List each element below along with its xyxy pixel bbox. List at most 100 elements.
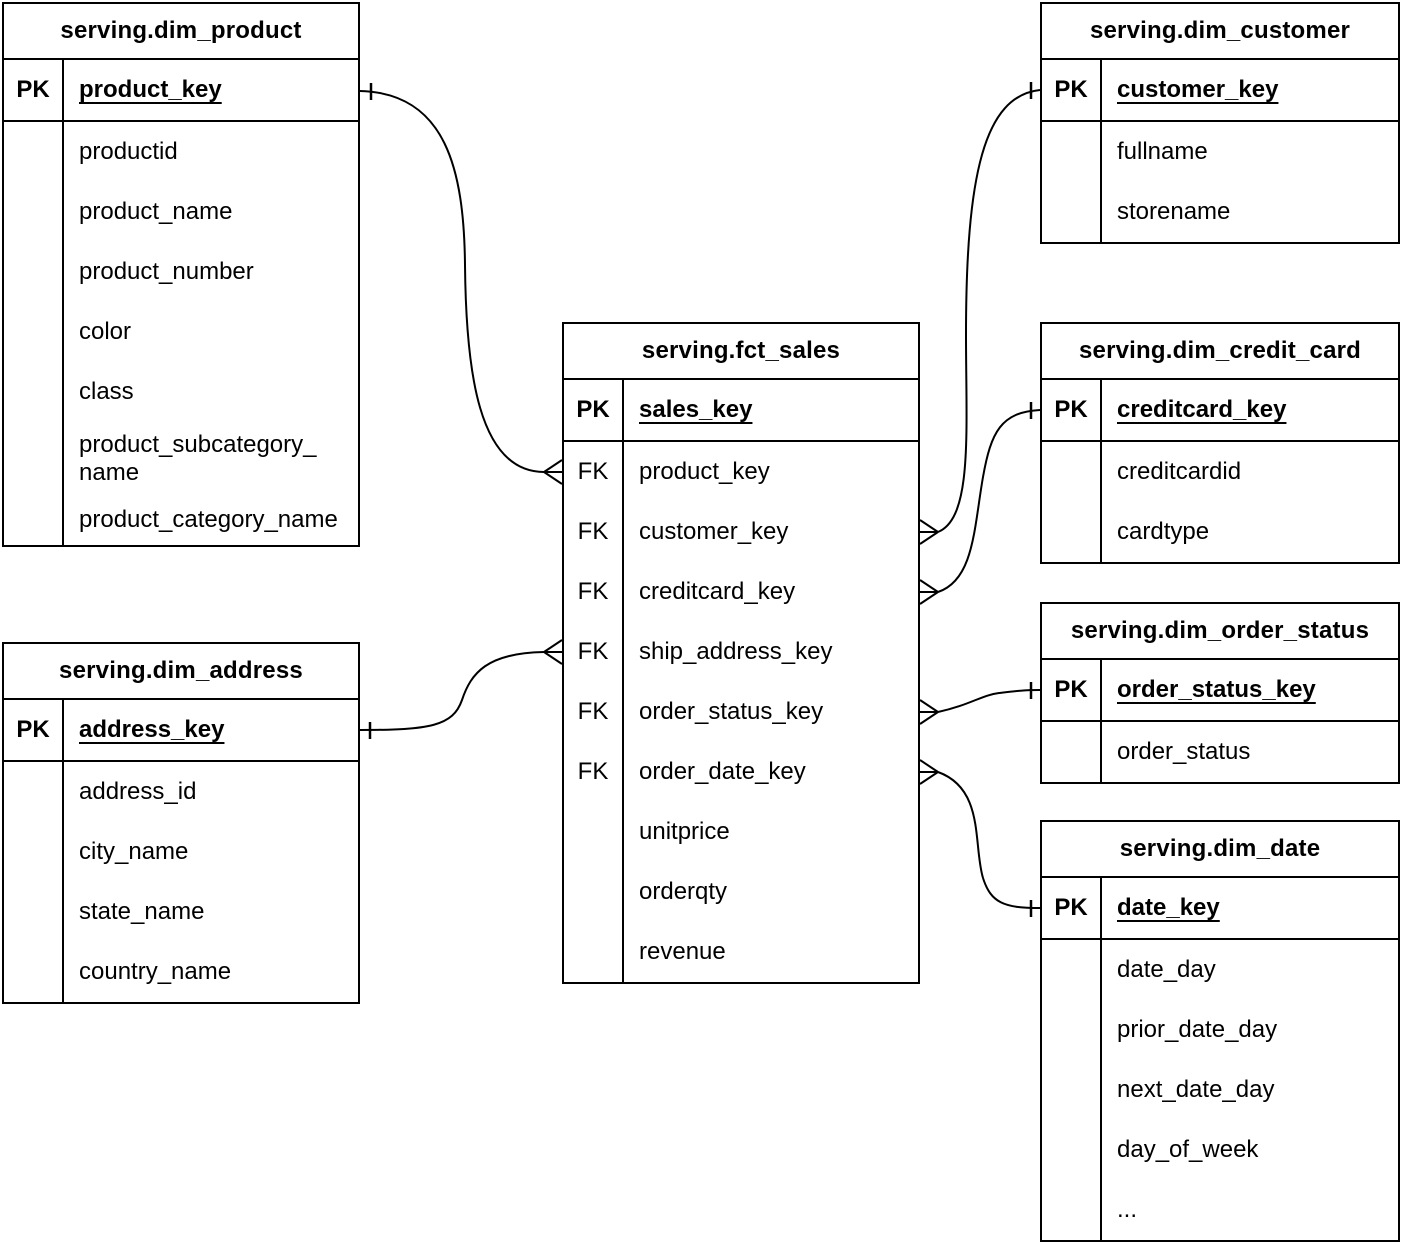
field-name: order_status_key — [639, 698, 824, 726]
key-badge — [1042, 1000, 1102, 1060]
table-title: serving.dim_address — [4, 644, 358, 700]
field-name: storename — [1117, 198, 1231, 226]
pk-field: customer_key — [1117, 76, 1279, 104]
key-badge — [1042, 1120, 1102, 1180]
field-name: country_name — [79, 958, 232, 986]
pk-badge: PK — [1042, 660, 1102, 720]
field-row: fullname — [1042, 122, 1398, 182]
key-badge — [1042, 502, 1102, 562]
table-title: serving.dim_order_status — [1042, 604, 1398, 660]
table-node-serving-dim-order-status[interactable]: serving.dim_order_status PK order_status… — [1040, 602, 1400, 784]
field-row: product_category_name — [4, 495, 358, 545]
field-name: next_date_day — [1117, 1076, 1275, 1104]
key-badge — [1042, 122, 1102, 182]
relation-curve — [359, 651, 545, 731]
table-node-serving-dim-date[interactable]: serving.dim_date PK date_key date_day pr… — [1040, 820, 1400, 1242]
field-name: color — [79, 318, 132, 346]
key-badge — [1042, 182, 1102, 242]
field-name: ... — [1117, 1196, 1138, 1224]
field-row: state_name — [4, 882, 358, 942]
field-row: order_status — [1042, 722, 1398, 782]
fk-badge: FK — [564, 682, 624, 742]
key-badge — [4, 942, 64, 1002]
field-row: class — [4, 362, 358, 422]
field-name: product_key — [639, 458, 770, 486]
field-name: class — [79, 378, 134, 406]
fk-badge: FK — [564, 742, 624, 802]
field-name: product_subcategory_ name — [79, 430, 317, 486]
key-badge — [4, 422, 64, 495]
field-row: revenue — [564, 922, 918, 982]
pk-badge: PK — [4, 700, 64, 760]
field-name: product_number — [79, 258, 254, 286]
relation-curve — [937, 409, 1041, 593]
field-row: day_of_week — [1042, 1120, 1398, 1180]
key-badge — [4, 882, 64, 942]
field-row: cardtype — [1042, 502, 1398, 562]
key-badge — [4, 242, 64, 302]
pk-field: order_status_key — [1117, 676, 1316, 704]
pk-row: PK creditcard_key — [1042, 380, 1398, 442]
table-node-serving-dim-product[interactable]: serving.dim_product PK product_key produ… — [2, 2, 360, 547]
relation-sales-customer — [919, 82, 1041, 545]
field-name: date_day — [1117, 956, 1216, 984]
table-node-serving-dim-credit-card[interactable]: serving.dim_credit_card PK creditcard_ke… — [1040, 322, 1400, 564]
table-title: serving.dim_credit_card — [1042, 324, 1398, 380]
key-badge — [4, 495, 64, 545]
field-name: customer_key — [639, 518, 789, 546]
field-name: order_date_key — [639, 758, 806, 786]
field-row: prior_date_day — [1042, 1000, 1398, 1060]
field-name: product_name — [79, 198, 233, 226]
relation-sales-orderstatus — [919, 682, 1041, 725]
table-node-serving-dim-customer[interactable]: serving.dim_customer PK customer_key ful… — [1040, 2, 1400, 244]
field-name: ship_address_key — [639, 638, 833, 666]
pk-field: creditcard_key — [1117, 396, 1287, 424]
relation-product-sales — [359, 83, 563, 485]
field-row: FK creditcard_key — [564, 562, 918, 622]
field-name: creditcardid — [1117, 458, 1242, 486]
fk-badge: FK — [564, 502, 624, 562]
field-row: product_number — [4, 242, 358, 302]
pk-field: sales_key — [639, 396, 753, 424]
field-name: orderqty — [639, 878, 728, 906]
field-row: FK product_key — [564, 442, 918, 502]
key-badge — [4, 182, 64, 242]
field-name: unitprice — [639, 818, 730, 846]
table-node-serving-dim-address[interactable]: serving.dim_address PK address_key addre… — [2, 642, 360, 1004]
relation-curve — [937, 689, 1041, 713]
pk-badge: PK — [1042, 60, 1102, 120]
pk-badge: PK — [4, 60, 64, 120]
field-name: productid — [79, 138, 178, 166]
key-badge — [564, 922, 624, 982]
key-badge — [1042, 1180, 1102, 1240]
key-badge — [1042, 442, 1102, 502]
crow-foot-many-icon — [919, 519, 939, 545]
pk-row: PK customer_key — [1042, 60, 1398, 122]
field-name: day_of_week — [1117, 1136, 1259, 1164]
pk-badge: PK — [564, 380, 624, 440]
key-badge — [4, 822, 64, 882]
key-badge — [4, 762, 64, 822]
pk-field: address_key — [79, 716, 225, 744]
pk-row: PK order_status_key — [1042, 660, 1398, 722]
field-row: country_name — [4, 942, 358, 1002]
field-row: city_name — [4, 822, 358, 882]
relation-address-sales — [359, 639, 563, 739]
field-row: date_day — [1042, 940, 1398, 1000]
pk-field: product_key — [79, 76, 222, 104]
relation-curve — [359, 90, 545, 473]
field-row: product_subcategory_ name — [4, 422, 358, 495]
field-name: order_status — [1117, 738, 1251, 766]
crow-foot-many-icon — [919, 579, 939, 605]
field-name: cardtype — [1117, 518, 1210, 546]
field-row: ... — [1042, 1180, 1398, 1240]
pk-badge: PK — [1042, 878, 1102, 938]
table-node-serving-fct-sales[interactable]: serving.fct_sales PK sales_key FK produc… — [562, 322, 920, 984]
key-badge — [1042, 940, 1102, 1000]
key-badge — [4, 302, 64, 362]
pk-row: PK product_key — [4, 60, 358, 122]
field-row: unitprice — [564, 802, 918, 862]
field-row: FK order_date_key — [564, 742, 918, 802]
field-name: prior_date_day — [1117, 1016, 1278, 1044]
